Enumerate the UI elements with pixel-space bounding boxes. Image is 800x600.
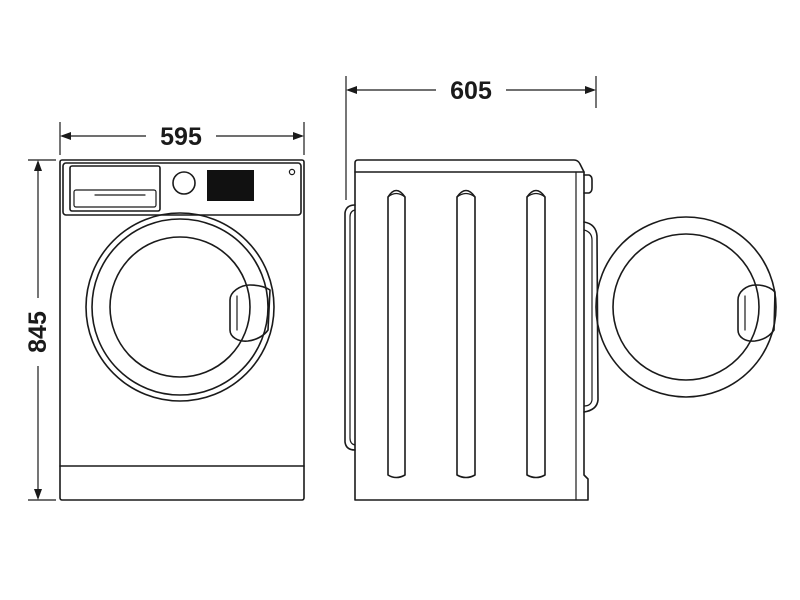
door-handle-icon: [229, 284, 271, 342]
width-dimension: 595: [59, 122, 305, 155]
front-body-outline: [59, 159, 305, 501]
side-cabinet: [354, 171, 589, 501]
side-door-profile-left: [344, 204, 356, 451]
depth-dimension: 605: [345, 76, 597, 200]
power-indicator-icon: [288, 168, 296, 176]
front-door: [85, 212, 275, 402]
side-ribs: [387, 189, 546, 479]
detergent-drawer: [69, 165, 161, 212]
side-open-door: [595, 216, 777, 398]
program-knob-icon: [172, 171, 196, 195]
control-panel: [62, 162, 302, 216]
open-door-handle-icon: [737, 284, 776, 342]
width-label: 595: [160, 123, 202, 151]
side-view: [344, 159, 777, 501]
depth-label: 605: [450, 77, 492, 105]
side-door-profile-right: [583, 221, 599, 413]
height-label: 845: [24, 311, 52, 353]
side-knob-icon: [583, 174, 593, 194]
height-dimension: 845: [24, 159, 56, 501]
display-screen: [207, 170, 254, 201]
side-top-lid: [354, 159, 585, 173]
front-view: [59, 159, 305, 501]
